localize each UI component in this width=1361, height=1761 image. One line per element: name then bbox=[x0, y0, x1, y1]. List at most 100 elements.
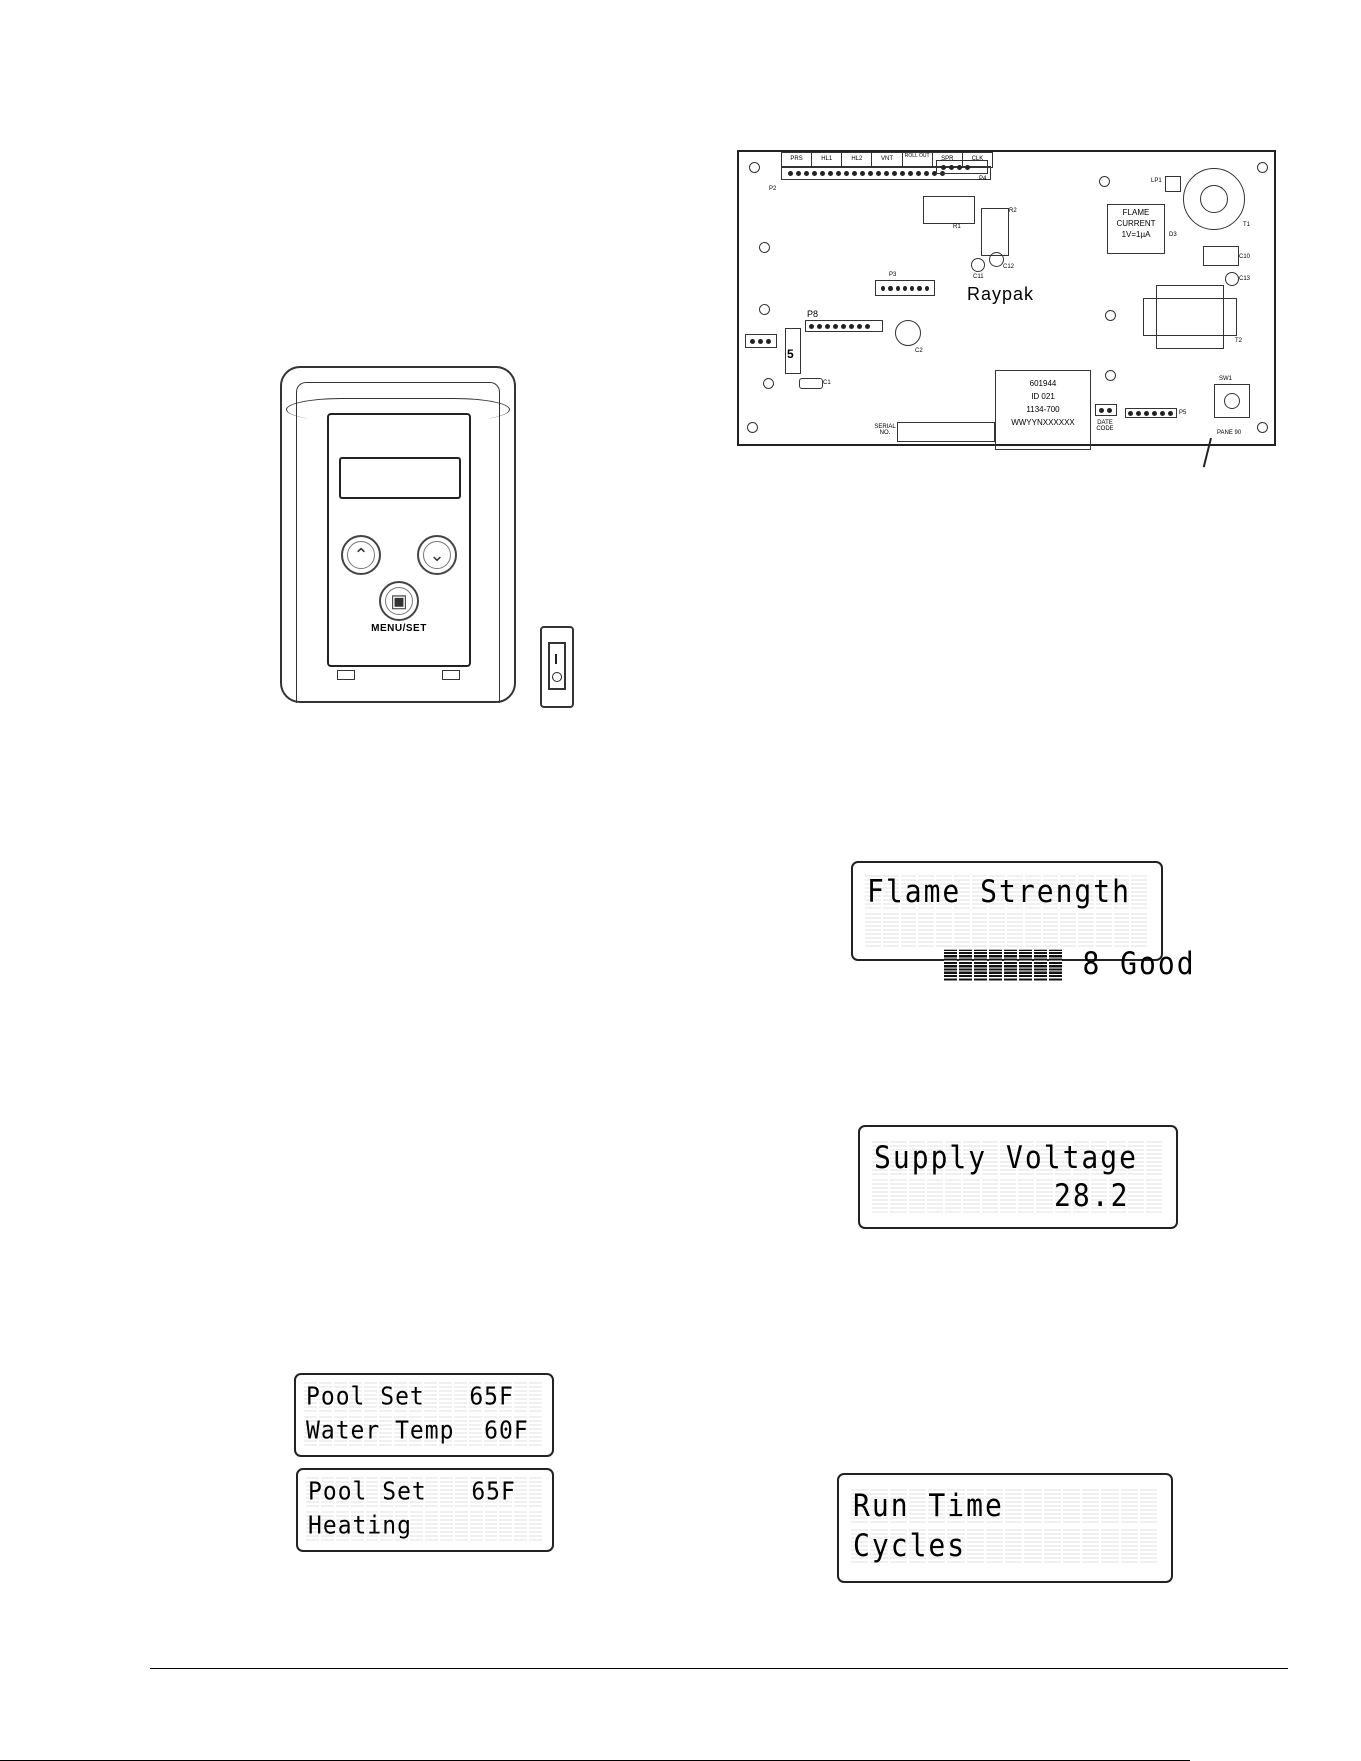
pool2-line1: Pool Set 65F bbox=[308, 1477, 516, 1507]
mount-hole bbox=[1105, 310, 1116, 321]
flame-bar-segment bbox=[1004, 949, 1018, 981]
flame-bar-segment bbox=[959, 949, 973, 981]
capacitor-c10 bbox=[1203, 246, 1239, 266]
sw1-button[interactable] bbox=[1214, 384, 1250, 418]
lcd-row-bg bbox=[872, 1179, 1164, 1213]
c13-label: C13 bbox=[1239, 276, 1251, 282]
mount-hole bbox=[759, 242, 770, 253]
p5-label: P5 bbox=[1179, 410, 1187, 416]
board-id-box: 601944 ID 021 1134-700 WWYYNXXXXXX bbox=[995, 370, 1091, 450]
sw1-label: SW1 bbox=[1219, 376, 1233, 382]
keypad-face: ⌃ ⌄ ▣ MENU/SET bbox=[327, 413, 471, 667]
capacitor-c13 bbox=[1225, 272, 1239, 286]
chevron-up-icon: ⌃ bbox=[353, 544, 369, 565]
square-icon: ▣ bbox=[390, 590, 408, 611]
flame-line1: Flame Strength bbox=[867, 873, 1132, 910]
lcd-pool-heating: Pool Set 65F Heating bbox=[296, 1468, 554, 1552]
t1-label: T1 bbox=[1243, 222, 1251, 228]
runtime-line1: Run Time bbox=[853, 1487, 1004, 1524]
down-arrow-button[interactable]: ⌄ bbox=[417, 535, 457, 575]
status-led-left bbox=[337, 670, 355, 680]
d3-label: D3 bbox=[1169, 232, 1177, 238]
flame-bar-graph bbox=[944, 945, 1064, 981]
fuse-holder bbox=[785, 328, 801, 374]
footer-rule bbox=[150, 1668, 1288, 1669]
pool2-line2: Heating bbox=[308, 1511, 412, 1541]
pool1-line2: Water Temp 60F bbox=[306, 1416, 529, 1446]
lp1-label: LP1 bbox=[1151, 178, 1162, 184]
c11-label: C11 bbox=[973, 274, 984, 280]
voltage-value: 28.2 bbox=[1054, 1177, 1130, 1214]
lcd-row-bg bbox=[851, 1489, 1159, 1523]
connector-rollout: ROLL OUT bbox=[903, 153, 933, 167]
p5-connector bbox=[1125, 408, 1177, 418]
board-brand: Raypak bbox=[967, 284, 1035, 304]
flame-current-box: FLAME CURRENT 1V=1µA bbox=[1107, 204, 1165, 254]
connector-hl2: HL2 bbox=[842, 153, 873, 167]
connector-vnt: VNT bbox=[872, 153, 903, 167]
flame-current-line2: CURRENT bbox=[1116, 219, 1156, 228]
rocker-switch[interactable] bbox=[540, 626, 574, 708]
panel-label: PANE 90 bbox=[1217, 430, 1242, 436]
voltage-line1: Supply Voltage bbox=[874, 1139, 1139, 1176]
fuse-label: 5 bbox=[787, 347, 794, 361]
mount-hole bbox=[1257, 422, 1268, 433]
flame-bar-segment bbox=[974, 949, 988, 981]
keypad-bezel bbox=[296, 382, 500, 703]
connector-header: PRS HL1 HL2 VNT ROLL OUT SPR CLK bbox=[781, 152, 993, 168]
pool1-line1: Pool Set 65F bbox=[306, 1382, 514, 1412]
c1-label: C1 bbox=[823, 380, 831, 386]
capacitor-c12 bbox=[989, 252, 1004, 267]
connector-clk: CLK bbox=[971, 156, 984, 162]
p3-connector bbox=[875, 280, 935, 296]
rocker-icon bbox=[548, 642, 566, 690]
lcd-row-bg bbox=[851, 1529, 1159, 1563]
lcd-pool-water-temp: Pool Set 65F Water Temp 60F bbox=[294, 1373, 554, 1457]
flame-bar-segment bbox=[1049, 949, 1063, 981]
p4-label: P4 bbox=[979, 176, 987, 182]
lcd-run-time: Run Time Cycles bbox=[837, 1473, 1173, 1583]
p8-label: P8 bbox=[807, 309, 819, 319]
mount-hole bbox=[759, 304, 770, 315]
c12-label: C12 bbox=[1003, 264, 1015, 270]
flame-bar-segment bbox=[944, 949, 958, 981]
keypad-panel: ⌃ ⌄ ▣ MENU/SET bbox=[280, 366, 516, 703]
flame-bar-segment bbox=[989, 949, 1003, 981]
mount-hole bbox=[1257, 162, 1268, 173]
flame-bar-segment bbox=[1034, 949, 1048, 981]
c10-label: C10 bbox=[1239, 254, 1251, 260]
connector-prs: PRS bbox=[782, 153, 813, 167]
id-line2: ID 021 bbox=[1031, 392, 1055, 401]
connector-hl1: HL1 bbox=[812, 153, 843, 167]
led-lp1 bbox=[1165, 176, 1181, 192]
menu-set-label: MENU/SET bbox=[371, 623, 427, 634]
mount-hole bbox=[763, 378, 774, 389]
serial-no-label: SERIAL NO. bbox=[874, 424, 896, 436]
flame-current-line1: FLAME bbox=[1122, 208, 1150, 217]
up-arrow-button[interactable]: ⌃ bbox=[341, 535, 381, 575]
date-code-label: DATE CODE bbox=[1096, 420, 1114, 432]
r1-label: R1 bbox=[953, 224, 961, 230]
p4-terminal bbox=[936, 160, 988, 174]
relay-r1 bbox=[923, 196, 975, 224]
p3-label: P3 bbox=[889, 272, 897, 278]
potentiometer-t1 bbox=[1183, 168, 1245, 230]
t2-label: T2 bbox=[1235, 338, 1243, 344]
p7-connector bbox=[1095, 404, 1117, 416]
mount-hole bbox=[1105, 370, 1116, 381]
flame-current-line3: 1V=1µA bbox=[1121, 230, 1151, 239]
lcd-row-bg bbox=[304, 1416, 544, 1446]
id-line1: 601944 bbox=[1029, 379, 1057, 388]
lcd-supply-voltage: Supply Voltage 28.2 bbox=[858, 1125, 1178, 1229]
lcd-row-bg bbox=[865, 875, 1149, 909]
flame-line2: 8 Good bbox=[869, 908, 1196, 1020]
menu-set-button[interactable]: ▣ bbox=[379, 581, 419, 621]
mount-hole bbox=[1099, 176, 1110, 187]
capacitor-c2 bbox=[895, 320, 921, 346]
c2-label: C2 bbox=[915, 348, 923, 354]
p2-terminal bbox=[781, 166, 991, 180]
lcd-flame-strength: Flame Strength 8 Good bbox=[851, 861, 1194, 982]
serial-no-box bbox=[897, 422, 995, 442]
p8-terminal bbox=[805, 320, 883, 332]
lcd-row-bg bbox=[306, 1511, 544, 1541]
